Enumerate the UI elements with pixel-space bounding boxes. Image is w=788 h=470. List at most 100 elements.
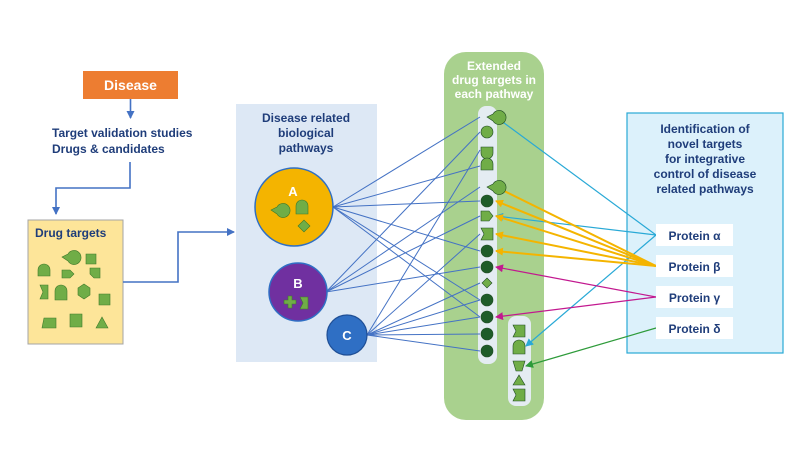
protein-alpha-label: Protein α (668, 229, 721, 243)
arch-shape (54, 284, 68, 301)
hexagon-shape (77, 283, 91, 300)
pathway-b-edge (325, 131, 481, 293)
protein-alpha-arrow (525, 234, 657, 347)
protein-edges (495, 116, 657, 368)
drug-targets-title: Drug targets (35, 226, 107, 240)
target-node-5 (486, 180, 507, 195)
extended-title-line2: drug targets in (452, 73, 536, 87)
new-node-3 (512, 360, 526, 372)
plus-shape (283, 295, 297, 309)
protein-delta-label: Protein δ (669, 322, 721, 336)
target-node-6 (480, 194, 494, 208)
new-node-2 (512, 339, 526, 355)
pathway-b-edge (325, 215, 481, 293)
protein-beta-label: Protein β (669, 260, 721, 274)
pathway-a-edge (332, 200, 481, 208)
triangle-shape (95, 316, 109, 329)
protein-alpha-arrow (495, 116, 657, 236)
protein-beta-arrow (495, 247, 657, 267)
pathway-c-label: C (342, 328, 352, 343)
protein-gamma: Protein γ (656, 286, 733, 308)
disease-label: Disease (104, 77, 157, 93)
novel-title-line3: for integrative (665, 152, 745, 166)
protein-beta-arrow (495, 186, 657, 267)
protein-beta-box (656, 255, 733, 277)
pathways-title-line1: Disease related (262, 111, 350, 125)
protein-gamma-arrow (495, 264, 657, 298)
target-node-2 (480, 125, 494, 139)
target-node-3 (480, 146, 494, 160)
validation-text-line2: Drugs & candidates (52, 142, 165, 156)
diamond-shape (297, 219, 311, 233)
half-circle-shape (37, 263, 51, 277)
protein-alpha: Protein α (656, 224, 733, 246)
novel-title-line5: related pathways (656, 182, 754, 196)
square-shape (98, 293, 111, 306)
target-node-7 (480, 210, 494, 222)
pathway-b-shapes (283, 295, 309, 310)
pathway-b-edge (325, 186, 481, 293)
protein-gamma-label: Protein γ (669, 291, 721, 305)
target-node-4 (480, 157, 494, 171)
novel-title-line1: Identification of (660, 122, 750, 136)
protein-delta-box (656, 317, 733, 339)
target-node-8 (480, 227, 494, 241)
pathway-a-edge (332, 206, 481, 301)
new-node-1 (512, 324, 526, 338)
half-circle-shape (295, 199, 309, 215)
pathway-b-label: B (293, 276, 302, 291)
pathway-c-edge (366, 333, 481, 336)
protein-gamma-arrow (495, 296, 657, 321)
pacman-shape (61, 250, 82, 265)
trapezoid-shape (41, 317, 57, 329)
novel-title-line2: novel targets (668, 137, 743, 151)
pathway-c-edge (366, 299, 481, 336)
target-node-9 (480, 244, 494, 258)
pathway-a-label: A (288, 184, 298, 199)
extended-target-nodes (480, 110, 507, 358)
pathways-title-line2: biological (278, 126, 334, 140)
targets-to-pathways-connector (123, 228, 235, 283)
bracket-shape (39, 284, 49, 300)
notch-shape (89, 267, 101, 279)
protein-beta-arrow (495, 231, 657, 267)
pathway-a-edge (332, 206, 481, 318)
validation-text-line1: Target validation studies (52, 126, 193, 140)
target-node-11 (481, 277, 493, 289)
new-target-nodes (512, 324, 526, 402)
target-node-13 (480, 310, 494, 324)
pathway-c-edge (366, 233, 481, 336)
pathway-a-circle (254, 167, 334, 247)
target-node-12 (480, 293, 494, 307)
pacman-shape (270, 203, 291, 218)
target-node-10 (480, 260, 494, 274)
pathway-edges (325, 116, 481, 352)
new-node-4 (512, 374, 526, 386)
protein-beta-arrow (495, 199, 657, 267)
target-node-14 (480, 327, 494, 341)
pathway-c-edge (366, 334, 481, 352)
target-node-15 (480, 344, 494, 358)
protein-delta: Protein δ (656, 317, 733, 339)
protein-delta-arrow (525, 327, 657, 368)
novel-title-line4: control of disease (654, 167, 757, 181)
pathway-a-edge (332, 116, 481, 208)
pathway-b-edge (325, 266, 481, 293)
pathways-title-line3: pathways (279, 141, 334, 155)
pathway-a-edge (332, 206, 481, 252)
protein-beta: Protein β (656, 255, 733, 277)
extended-title-line3: each pathway (455, 87, 534, 101)
validation-to-targets-connector (52, 162, 131, 215)
drug-target-shapes (37, 250, 111, 329)
target-node-1 (486, 110, 507, 125)
protein-beta-arrow (495, 214, 657, 267)
tag-shape (61, 269, 75, 279)
pathway-a-shapes (270, 199, 311, 233)
bracket-shape (299, 296, 309, 310)
pathway-a-edge (332, 165, 481, 208)
extended-title-line1: Extended (467, 59, 521, 73)
protein-gamma-box (656, 286, 733, 308)
rounded-square-shape (85, 253, 97, 265)
pathway-c-edge (366, 282, 481, 336)
